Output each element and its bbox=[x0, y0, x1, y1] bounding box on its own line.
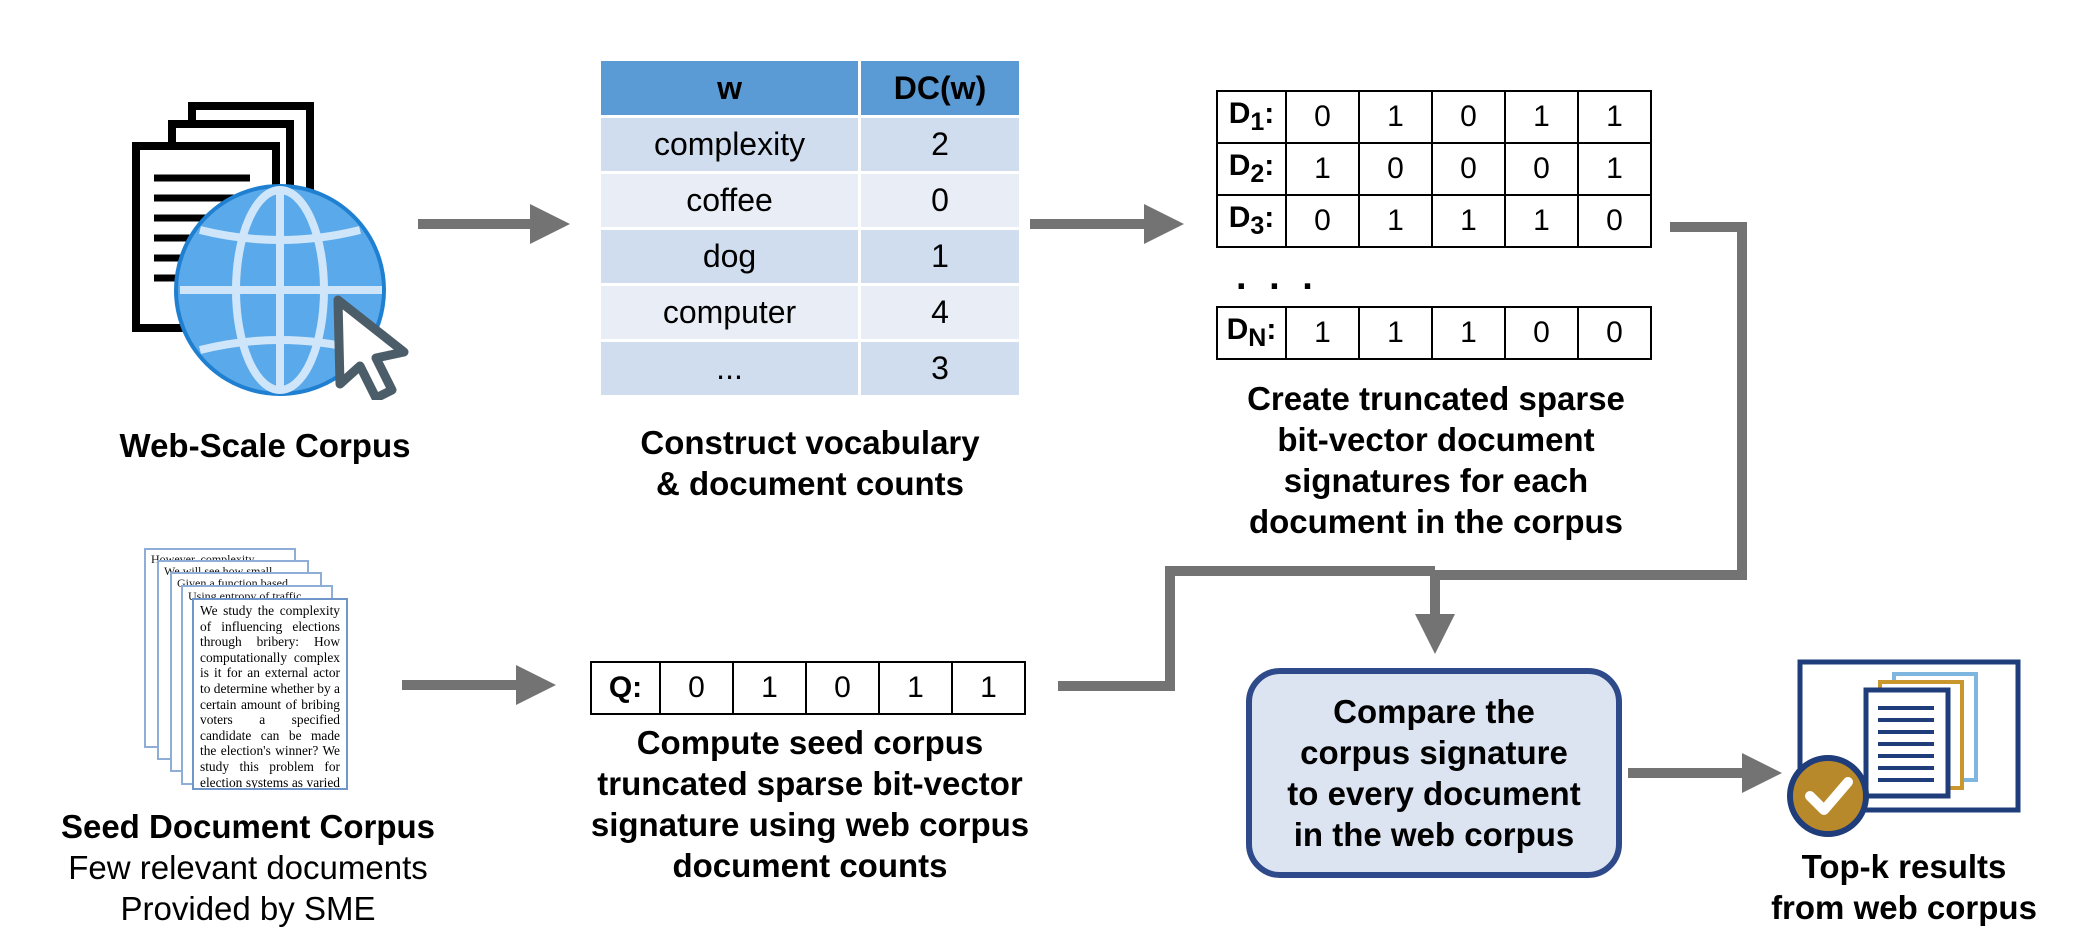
vocab-row: dog 1 bbox=[597, 227, 1022, 286]
vocab-header-word: w bbox=[597, 58, 862, 118]
bit-cell: 0 bbox=[1504, 142, 1579, 196]
vocab-word: coffee bbox=[597, 171, 862, 230]
bit-cell: 1 bbox=[1358, 194, 1433, 248]
bit-cell: 1 bbox=[1358, 90, 1433, 144]
vocab-word: complexity bbox=[597, 115, 862, 174]
vocab-row: coffee 0 bbox=[597, 171, 1022, 230]
bit-cell: 1 bbox=[1285, 306, 1360, 360]
bit-cell: 0 bbox=[1577, 306, 1652, 360]
vocab-caption: Construct vocabulary & document counts bbox=[640, 424, 980, 502]
vocab-count: 3 bbox=[858, 339, 1022, 398]
vocab-count: 1 bbox=[858, 227, 1022, 286]
signature-row: DN: 1 1 1 0 0 bbox=[1216, 306, 1652, 360]
vocab-header-row: w DC(w) bbox=[597, 58, 1022, 118]
bit-cell: 1 bbox=[878, 661, 953, 715]
bit-cell: 1 bbox=[1577, 142, 1652, 196]
signature-label: D2: bbox=[1216, 142, 1287, 196]
vocab-row: computer 4 bbox=[597, 283, 1022, 342]
bit-cell: 1 bbox=[732, 661, 807, 715]
compare-line: in the web corpus bbox=[1293, 816, 1575, 853]
query-signature-table: Q: 0 1 0 1 1 bbox=[590, 661, 1026, 715]
vocab-word: ... bbox=[597, 339, 862, 398]
seed-document-front: We study the complexity of influencing e… bbox=[192, 598, 348, 790]
bit-cell: 0 bbox=[1431, 90, 1506, 144]
bit-cell: 0 bbox=[1285, 194, 1360, 248]
vocab-word: dog bbox=[597, 227, 862, 286]
seed-corpus-provider: Provided by SME bbox=[120, 890, 376, 927]
bit-cell: 1 bbox=[1504, 194, 1579, 248]
vocab-row: ... 3 bbox=[597, 339, 1022, 398]
results-caption: Top-k results from web corpus bbox=[1771, 848, 2037, 926]
globe-documents-cursor-icon bbox=[132, 102, 409, 400]
web-corpus-label: Web-Scale Corpus bbox=[119, 427, 411, 464]
bit-cell: 0 bbox=[1285, 90, 1360, 144]
signature-label: D3: bbox=[1216, 194, 1287, 248]
vocab-word: computer bbox=[597, 283, 862, 342]
vocab-count: 0 bbox=[858, 171, 1022, 230]
bit-cell: 1 bbox=[1358, 306, 1433, 360]
compare-line: to every document bbox=[1287, 775, 1581, 812]
bit-cell: 1 bbox=[951, 661, 1026, 715]
bit-cell: 0 bbox=[1358, 142, 1433, 196]
signatures-caption: Create truncated sparse bit-vector docum… bbox=[1247, 380, 1625, 540]
signature-ellipsis: . . . bbox=[1236, 256, 1319, 298]
query-label: Q: bbox=[590, 661, 661, 715]
vocab-count: 2 bbox=[858, 115, 1022, 174]
document-signature-last: DN: 1 1 1 0 0 bbox=[1216, 306, 1652, 360]
signature-label: D1: bbox=[1216, 90, 1287, 144]
bit-cell: 1 bbox=[1577, 90, 1652, 144]
bit-cell: 0 bbox=[805, 661, 880, 715]
bit-cell: 1 bbox=[1431, 194, 1506, 248]
checked-documents-monitor-icon bbox=[1787, 659, 2021, 837]
bit-cell: 0 bbox=[1431, 142, 1506, 196]
vocabulary-table: w DC(w) complexity 2 coffee 0 dog 1 comp… bbox=[597, 58, 1022, 398]
query-row: Q: 0 1 0 1 1 bbox=[590, 661, 1026, 715]
seed-corpus-subtitle: Few relevant documents bbox=[68, 849, 428, 886]
line-signatures-to-compare bbox=[1435, 222, 1747, 580]
bit-cell: 1 bbox=[1285, 142, 1360, 196]
vocab-row: complexity 2 bbox=[597, 115, 1022, 174]
signature-label: DN: bbox=[1216, 306, 1287, 360]
compare-box: Compare the corpus signature to every do… bbox=[1246, 668, 1622, 878]
seed-corpus-title: Seed Document Corpus bbox=[60, 808, 436, 845]
signature-row: D2: 1 0 0 0 1 bbox=[1216, 142, 1652, 196]
document-signatures-table: D1: 0 1 0 1 1 D2: 1 0 0 0 1 D3: 0 1 1 1 … bbox=[1216, 90, 1652, 248]
bit-cell: 0 bbox=[659, 661, 734, 715]
vocab-header-count: DC(w) bbox=[858, 58, 1022, 118]
signature-row: D1: 0 1 0 1 1 bbox=[1216, 90, 1652, 144]
query-caption: Compute seed corpus truncated sparse bit… bbox=[590, 724, 1030, 884]
seed-corpus-caption: Seed Document Corpus Few relevant docume… bbox=[28, 806, 468, 929]
bit-cell: 1 bbox=[1431, 306, 1506, 360]
line-query-to-compare bbox=[1058, 566, 1435, 691]
bit-cell: 0 bbox=[1577, 194, 1652, 248]
compare-line: Compare the bbox=[1333, 693, 1535, 730]
compare-line: corpus signature bbox=[1300, 734, 1568, 771]
signature-row: D3: 0 1 1 1 0 bbox=[1216, 194, 1652, 248]
bit-cell: 0 bbox=[1504, 306, 1579, 360]
bit-cell: 1 bbox=[1504, 90, 1579, 144]
vocab-count: 4 bbox=[858, 283, 1022, 342]
